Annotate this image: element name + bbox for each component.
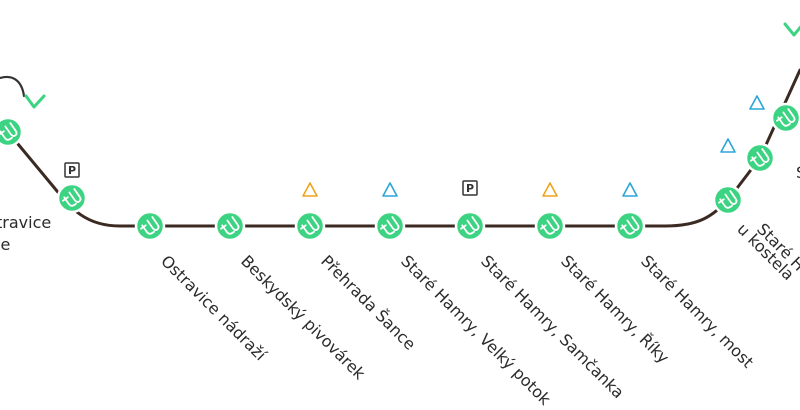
stations-layer: [0, 102, 800, 242]
station-5[interactable]: [294, 210, 326, 242]
station-label-line1: Staré Hamry, Samčanka: [477, 251, 628, 402]
direction-chevron-right: [783, 22, 800, 37]
parking-icon: P: [64, 162, 80, 178]
bus-stop-icon: [620, 216, 640, 235]
bus-stop-icon: [750, 148, 770, 167]
info-triangle-icon: [382, 182, 398, 197]
station-disc: [294, 210, 326, 242]
return-curve: [0, 75, 26, 98]
station-label-line1: travice: [0, 213, 51, 232]
station-12[interactable]: [770, 102, 800, 134]
parking-letter: P: [68, 164, 76, 177]
station-label-line2: le: [0, 235, 10, 254]
bus-stop-icon: [460, 216, 480, 235]
station-10[interactable]: [712, 184, 744, 216]
station-label-10: Staré Hu kostela: [733, 209, 800, 284]
parking-icon: P: [462, 180, 478, 196]
station-disc: [454, 210, 486, 242]
station-8[interactable]: [534, 210, 566, 242]
station-6[interactable]: [374, 210, 406, 242]
station-disc: [770, 102, 800, 134]
bus-stop-icon: [140, 216, 160, 235]
station-4[interactable]: [214, 210, 246, 242]
station-3[interactable]: [134, 210, 166, 242]
station-label-7: Staré Hamry, Samčanka: [477, 251, 628, 402]
route-line: [6, 68, 800, 228]
bus-stop-icon: [718, 190, 738, 209]
station-label-11: S: [796, 163, 800, 182]
station-disc: [134, 210, 166, 242]
station-1[interactable]: [0, 116, 24, 148]
station-label-6: Staré Hamry, Velký potok: [397, 251, 555, 409]
info-triangle-icon: [622, 182, 638, 197]
station-disc: [534, 210, 566, 242]
bus-stop-icon: [300, 216, 320, 235]
direction-chevron-left: [24, 94, 46, 109]
bus-stop-icon: [62, 188, 82, 207]
station-9[interactable]: [614, 210, 646, 242]
bus-stop-icon: [380, 216, 400, 235]
station-disc: [214, 210, 246, 242]
bus-stop-icon: [540, 216, 560, 235]
station-disc: [744, 142, 776, 174]
bus-stop-icon: [220, 216, 240, 235]
station-label-line1: Staré Hamry, Velký potok: [397, 251, 555, 409]
station-disc: [614, 210, 646, 242]
info-triangle-icon: [720, 138, 736, 153]
station-label-line1: S: [796, 163, 800, 182]
station-label-1: travice le: [0, 213, 51, 254]
station-11[interactable]: [744, 142, 776, 174]
station-disc: [56, 182, 88, 214]
markers-layer: PP: [64, 95, 765, 197]
bus-stop-icon: [0, 122, 18, 141]
parking-letter: P: [466, 182, 474, 195]
station-7[interactable]: [454, 210, 486, 242]
info-triangle-icon: [749, 95, 765, 110]
warning-triangle-icon: [302, 182, 318, 197]
station-disc: [374, 210, 406, 242]
bus-stop-icon: [776, 108, 796, 127]
warning-triangle-icon: [542, 182, 558, 197]
station-2[interactable]: [56, 182, 88, 214]
station-disc: [712, 184, 744, 216]
